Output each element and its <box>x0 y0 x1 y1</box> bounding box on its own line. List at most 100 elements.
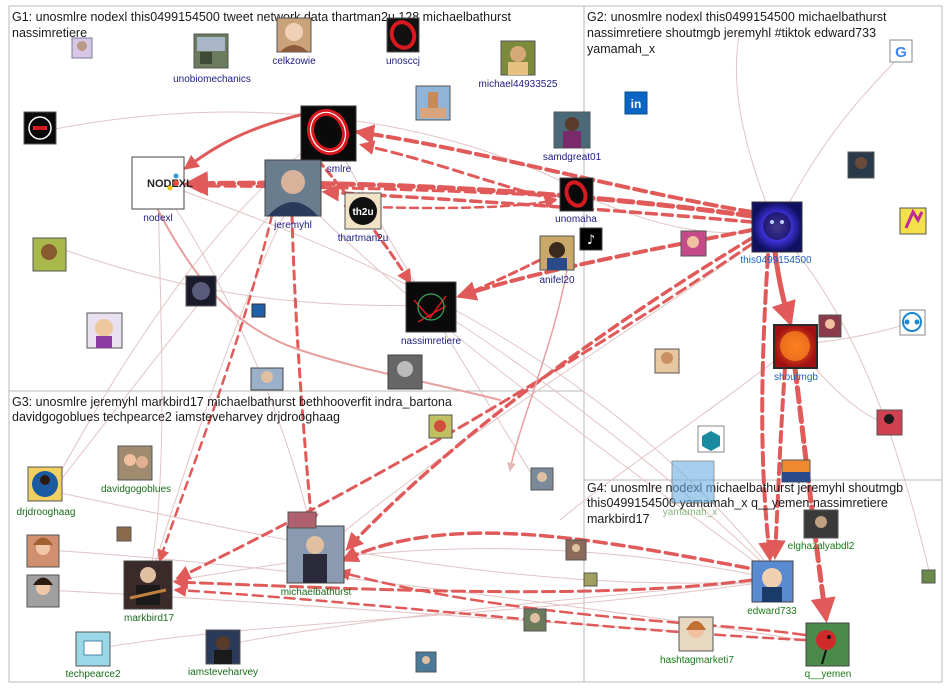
node-album-cover[interactable] <box>185 275 217 307</box>
node-red-photo-g2[interactable] <box>876 409 903 436</box>
edge <box>775 227 931 576</box>
node-celkzowie[interactable]: celkzowie <box>272 17 316 67</box>
edge-unosmlre-to-nodexl <box>183 113 302 170</box>
node-iamsteveharvey[interactable]: iamsteveharvey <box>188 629 258 678</box>
edge <box>315 227 777 556</box>
node-woman-portrait-g3a[interactable] <box>26 534 60 568</box>
node-q-yemen[interactable]: q__yemen <box>805 622 852 680</box>
node-unomaha[interactable]: unomaha <box>555 177 597 225</box>
node-nodexl[interactable]: NODEXL nodexl <box>131 156 193 224</box>
node-drjdrooghaag[interactable]: drjdrooghaag <box>17 466 76 518</box>
node-tiny-square[interactable] <box>251 303 266 318</box>
node-markbird17[interactable]: markbird17 <box>123 560 174 624</box>
node-woman-portrait-g2[interactable] <box>818 314 842 338</box>
edge-unomaha-to-unosmlre <box>359 140 557 202</box>
edge-jeremy-to-markbird <box>157 213 274 563</box>
node-davidgogoblues[interactable]: davidgogoblues <box>101 445 171 495</box>
node-small-portrait[interactable] <box>71 37 93 59</box>
label-q-yemen: q__yemen <box>805 669 852 680</box>
node-google[interactable]: G <box>889 39 913 63</box>
edge <box>559 344 796 521</box>
node-nassimretiere[interactable]: nassimretiere <box>401 281 461 347</box>
node-sunset-photo[interactable] <box>781 459 811 483</box>
label-edward733: edward733 <box>747 606 797 617</box>
edge <box>147 181 163 586</box>
node-michaelbathurst[interactable]: michaelbathurst <box>281 525 352 598</box>
node-food-photo[interactable] <box>428 414 453 439</box>
node-yellow-hand-icon[interactable] <box>899 207 927 235</box>
node-blue-circle-icon[interactable] <box>899 309 926 336</box>
label-markbird17: markbird17 <box>124 613 174 624</box>
node-michael44933525[interactable]: michael44933525 <box>479 40 558 90</box>
node-thartman2u[interactable]: th2u thartman2u <box>338 192 389 244</box>
node-yamamah-x[interactable]: yamamah_x <box>663 460 717 518</box>
edge <box>735 29 777 229</box>
node-anifel20[interactable]: anifel20 <box>539 235 575 286</box>
label-anifel20: anifel20 <box>539 275 574 286</box>
group-titles: G1: unosmlre nodexl this0499154500 tweet… <box>12 10 903 526</box>
node-cartoon-avatar[interactable] <box>86 312 123 349</box>
node-small-portrait-g3a[interactable] <box>565 539 587 561</box>
g3-title-line2: davidgogoblues techpearce2 iamsteveharve… <box>12 410 340 424</box>
edge-shout-to-qyemen <box>792 365 836 623</box>
tiktok-icon: ♪ <box>587 233 595 248</box>
node-techpearce2[interactable]: techpearce2 <box>65 631 121 680</box>
label-thartman2u: thartman2u <box>338 233 389 244</box>
node-unosccj[interactable]: unosccj <box>386 17 420 67</box>
node-tiny-photo-g3[interactable] <box>116 526 132 542</box>
label-this0499154500: this0499154500 <box>740 255 812 266</box>
label-elghazalyabdl2: elghazalyabdl2 <box>788 541 855 552</box>
node-this0499154500[interactable]: this0499154500 <box>740 201 812 266</box>
node-woman-portrait-g3b[interactable] <box>26 574 60 608</box>
node-edward733[interactable]: edward733 <box>747 560 797 617</box>
node-portrait-g3d[interactable] <box>523 608 547 632</box>
edge-nodexl-curve <box>157 209 501 401</box>
node-unosmlre[interactable]: smlre <box>300 105 357 175</box>
g2-title-line2: nassimretiere shoutmgb jeremyhl #tiktok … <box>587 26 876 40</box>
node-pink-portrait[interactable] <box>680 230 707 257</box>
node-suited-man[interactable] <box>250 367 284 391</box>
node-linkedin[interactable]: in <box>624 91 648 115</box>
node-tan-portrait-g2[interactable] <box>654 348 680 374</box>
label-michaelbathurst: michaelbathurst <box>281 587 352 598</box>
label-nassimretiere: nassimretiere <box>401 336 461 347</box>
edge-this-to-michaelbathurst <box>345 236 754 551</box>
edge-edward-to-markbird <box>173 574 754 594</box>
edge <box>147 548 781 586</box>
node-older-man-bw[interactable] <box>387 354 423 390</box>
node-building-photo[interactable] <box>415 85 451 121</box>
node-tiktok[interactable]: ♪ <box>579 227 603 251</box>
node-tiny-photo-g3b[interactable] <box>583 572 598 587</box>
strong-edges <box>157 113 836 642</box>
edge-shout-to-edward <box>765 366 787 560</box>
node-elghazalyabdl2[interactable]: elghazalyabdl2 <box>788 509 855 552</box>
edge-edward-to-michaelbathurst <box>340 531 750 570</box>
label-iamsteveharvey: iamsteveharvey <box>188 667 258 678</box>
edge-this-to-edward <box>758 253 779 562</box>
linkedin-icon: in <box>631 97 642 111</box>
edge-this-to-unosmlre <box>354 124 754 214</box>
node-samdgreat01[interactable]: samdgreat01 <box>543 111 602 163</box>
node-man-portrait-g3[interactable] <box>530 467 554 491</box>
edge <box>291 187 781 581</box>
node-jeremyhl[interactable]: jeremyhl <box>264 159 322 231</box>
g1-title-line2: nassimretiere <box>12 26 87 40</box>
node-woman-portrait-g3c[interactable] <box>287 511 317 529</box>
edge <box>49 244 431 306</box>
edge <box>775 49 906 229</box>
node-hashtagmarketi7[interactable]: hashtagmarketi7 <box>660 616 734 666</box>
node-unobiomechanics[interactable]: unobiomechanics <box>173 33 251 85</box>
label-celkzowie: celkzowie <box>272 56 316 67</box>
node-teal-cube[interactable] <box>697 425 725 453</box>
node-uno-logo-small[interactable] <box>23 111 57 145</box>
node-dark-portrait-g2[interactable] <box>847 151 875 179</box>
edge-anifel-down <box>507 249 571 472</box>
node-green-portrait[interactable] <box>32 237 67 272</box>
edge <box>89 579 781 651</box>
node-shoutmgb[interactable]: shoutmgb <box>773 324 818 383</box>
edge-this-to-shoutmgb <box>771 249 796 327</box>
node-tiny-photo-g4[interactable] <box>921 569 936 584</box>
edge <box>429 304 781 581</box>
node-portrait-g3e[interactable] <box>415 651 437 673</box>
edge <box>44 187 293 501</box>
